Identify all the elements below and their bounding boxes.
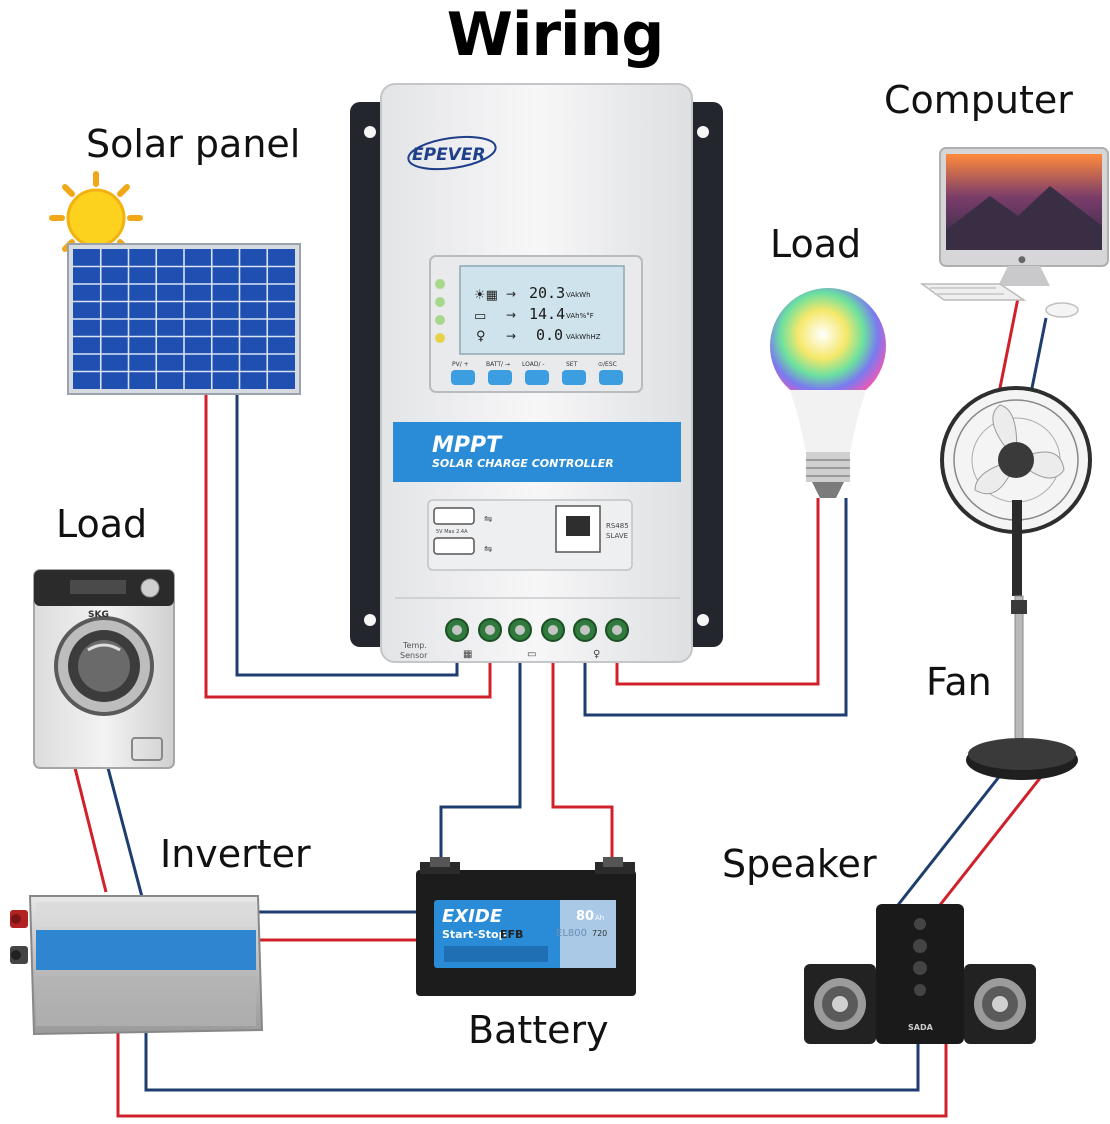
battery-terminal-icon: ▭ xyxy=(527,649,536,660)
computer-fan-red xyxy=(996,297,1020,399)
lcd-battery-icon: ▭ xyxy=(474,309,486,324)
load-negative-wire xyxy=(583,498,848,717)
computer-icon: ● xyxy=(919,147,1109,318)
solar-positive-wire xyxy=(204,393,492,699)
lcd-load-icon: ♀ xyxy=(476,329,486,344)
usb-port-1[interactable] xyxy=(433,507,475,525)
terminals xyxy=(445,618,629,642)
label-inverter: Inverter xyxy=(160,832,311,876)
svg-text:→: → xyxy=(506,287,516,301)
svg-text:●: ● xyxy=(1018,255,1026,265)
battery-brand: EXIDE xyxy=(442,906,503,927)
slave-label: SLAVE xyxy=(606,532,628,540)
lcd-row-2-units: VAh%°F xyxy=(566,312,594,320)
fan-icon xyxy=(940,386,1092,780)
button-label-batt: BATT/ → xyxy=(486,361,510,368)
usb-port-2[interactable] xyxy=(433,537,475,555)
battery-capacity-ah: 80 xyxy=(576,909,594,924)
battery-model: EL800 xyxy=(556,928,587,939)
button-label-pv: PV/ + xyxy=(452,361,469,368)
label-solar-panel: Solar panel xyxy=(86,122,301,166)
load-button[interactable] xyxy=(525,370,549,385)
lcd-row-3-units: VAkWhHZ xyxy=(566,333,601,341)
battery-ah-unit: Ah xyxy=(595,914,604,922)
label-fan: Fan xyxy=(926,660,992,704)
svg-text:⇋: ⇋ xyxy=(484,544,492,555)
pv-button[interactable] xyxy=(451,370,475,385)
label-battery: Battery xyxy=(468,1008,609,1052)
button-label-set: SET xyxy=(566,361,578,368)
set-button[interactable] xyxy=(562,370,586,385)
lcd-row-1-value: 20.3 xyxy=(529,284,565,302)
rs485-label: RS485 xyxy=(606,522,629,530)
battery-positive-wire xyxy=(551,630,614,870)
button-label-load: LOAD/ - xyxy=(522,361,545,368)
controller-brand: EPEVER xyxy=(412,145,486,165)
wires xyxy=(73,297,1050,1118)
lcd-row-2-value: 14.4 xyxy=(529,305,565,323)
battery-negative-wire xyxy=(439,630,522,870)
label-speaker: Speaker xyxy=(722,842,877,886)
svg-text:→: → xyxy=(506,308,516,322)
solar-terminal-icon: ▦ xyxy=(463,649,472,660)
esc-button[interactable] xyxy=(599,370,623,385)
battery-product-suffix: EFB xyxy=(500,928,523,941)
washer-brand: SKG xyxy=(88,610,109,620)
light-bulb-icon xyxy=(770,288,886,498)
usb-note: 5V Max 2.4A xyxy=(436,529,468,535)
label-load-bulb: Load xyxy=(770,222,862,266)
label-load-washer: Load xyxy=(56,502,148,546)
speaker-fan-red xyxy=(938,767,1050,906)
inverter-icon xyxy=(10,895,264,1036)
lcd-row-3-value: 0.0 xyxy=(536,326,563,344)
charge-controller: EPEVER ☀▦ ▭ ♀ → → → 20.3 14.4 0.0 VAkWh … xyxy=(350,83,723,663)
label-computer: Computer xyxy=(884,78,1073,122)
mppt-label: MPPT xyxy=(432,433,503,458)
svg-text:→: → xyxy=(506,329,516,343)
speaker-fan-blue xyxy=(896,767,1008,906)
lcd-row-1-units: VAkWh xyxy=(566,291,591,299)
battery-product: Start-Stop xyxy=(442,928,507,941)
controller-subtitle: SOLAR CHARGE CONTROLLER xyxy=(432,457,614,470)
solar-panel xyxy=(49,171,301,395)
speaker-brand: SADA xyxy=(908,1023,934,1032)
washer-wire-red xyxy=(73,767,108,893)
batt-button[interactable] xyxy=(488,370,512,385)
load-terminal-icon: ♀ xyxy=(593,649,600,660)
battery-icon: EXIDE Start-Stop EFB 80 Ah EL800 720 xyxy=(416,857,636,996)
svg-text:⇋: ⇋ xyxy=(484,514,492,525)
speaker-icon: SADA xyxy=(804,904,1036,1044)
diagram-title: Wiring xyxy=(446,0,665,70)
washer-wire-blue xyxy=(106,767,148,913)
temp-label: Temp. xyxy=(402,641,427,650)
lcd-pv-icon: ☀▦ xyxy=(474,288,498,303)
inverter-speaker-blue xyxy=(144,1030,920,1092)
rs485-port[interactable] xyxy=(566,516,590,536)
inverter-speaker-red xyxy=(116,1030,948,1118)
washing-machine-icon: SKG xyxy=(33,569,175,769)
battery-cca: 720 xyxy=(592,929,607,938)
button-label-esc: ⊙/ESC xyxy=(598,361,617,368)
sensor-label: Sensor xyxy=(400,651,428,660)
